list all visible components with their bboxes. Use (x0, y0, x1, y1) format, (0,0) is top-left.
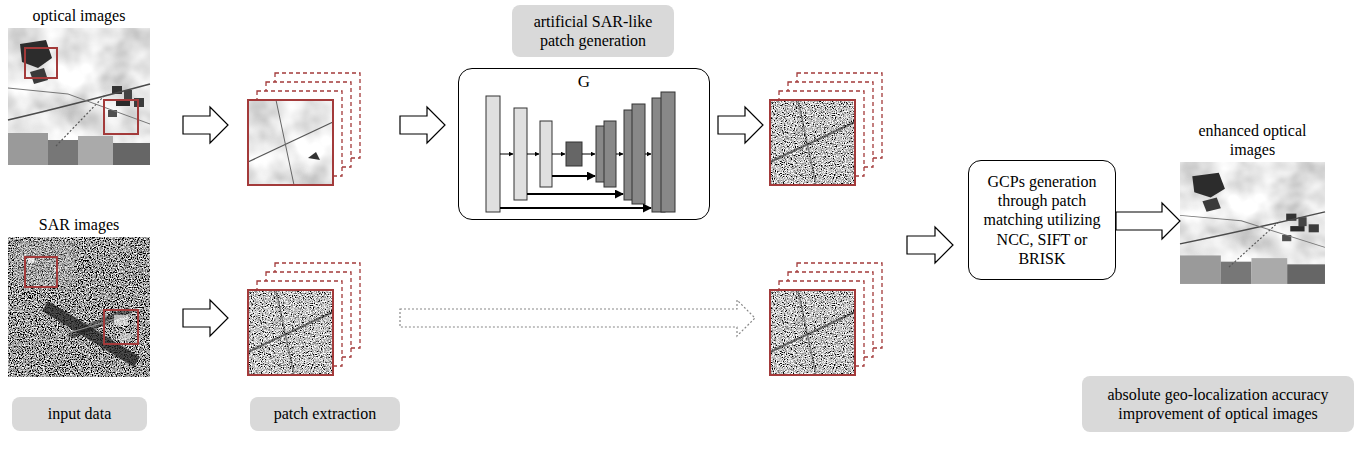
enhanced-image (1180, 162, 1325, 284)
patch-marker (104, 310, 138, 344)
network-layers (514, 108, 527, 200)
dotted-arrow (400, 300, 755, 336)
patch-marker (25, 257, 57, 287)
patch-stack (770, 263, 882, 375)
patch-stack (248, 290, 333, 375)
network-layers (661, 92, 675, 212)
network-layers (604, 121, 616, 187)
hollow-arrow (183, 300, 228, 336)
process-box: GCPs generation through patch matching u… (968, 160, 1116, 280)
image-heading: enhanced optical images (1190, 121, 1315, 159)
image-heading: SAR images (0, 215, 159, 234)
network-layers (486, 92, 675, 212)
patch-stack (248, 263, 360, 375)
stage-label: artificial SAR-like patch generation (512, 5, 674, 57)
patch-stack (248, 100, 333, 185)
network-layers (486, 96, 500, 212)
image-panel: enhanced optical images (1180, 162, 1325, 284)
image-heading: optical images (0, 6, 159, 25)
generator-box: G (458, 68, 710, 220)
hollow-arrow (1116, 203, 1180, 239)
patch-stack (770, 290, 855, 375)
stage-label: absolute geo-localization accuracy impro… (1082, 376, 1354, 432)
sar-image (8, 237, 150, 377)
patch-stack (770, 73, 882, 185)
network-arrows (500, 154, 651, 208)
network-arrows (616, 154, 623, 155)
network-arrows (582, 154, 595, 155)
image-panel: SAR images (8, 237, 150, 377)
network-layers (540, 121, 552, 187)
box-text: patch extraction (258, 404, 392, 423)
stage-label: input data (12, 397, 147, 431)
network-arrows (500, 207, 651, 209)
hollow-arrow (718, 107, 763, 143)
box-text: GCPs generation through patch matching u… (975, 172, 1109, 268)
network-arrows (500, 154, 513, 155)
optical-image (8, 28, 150, 165)
patch-stack (248, 73, 360, 185)
hollow-arrow (183, 107, 228, 143)
network-layers (632, 104, 645, 204)
network-arrows (552, 154, 565, 155)
stage-label: patch extraction (250, 397, 400, 431)
box-text: absolute geo-localization accuracy impro… (1090, 385, 1346, 423)
hollow-arrow (400, 107, 445, 143)
network-layers (566, 142, 582, 166)
network-arrows (552, 175, 595, 177)
patch-stack (770, 100, 855, 185)
box-text: G (459, 72, 709, 92)
box-text: artificial SAR-like patch generation (520, 12, 666, 50)
network-arrows (527, 154, 539, 155)
network-arrows (645, 154, 651, 155)
patch-marker (104, 100, 138, 134)
box-text: input data (20, 404, 139, 423)
network-arrows (527, 193, 623, 195)
hollow-arrow (907, 227, 953, 263)
patch-marker (25, 48, 57, 78)
image-panel: optical images (8, 28, 150, 165)
